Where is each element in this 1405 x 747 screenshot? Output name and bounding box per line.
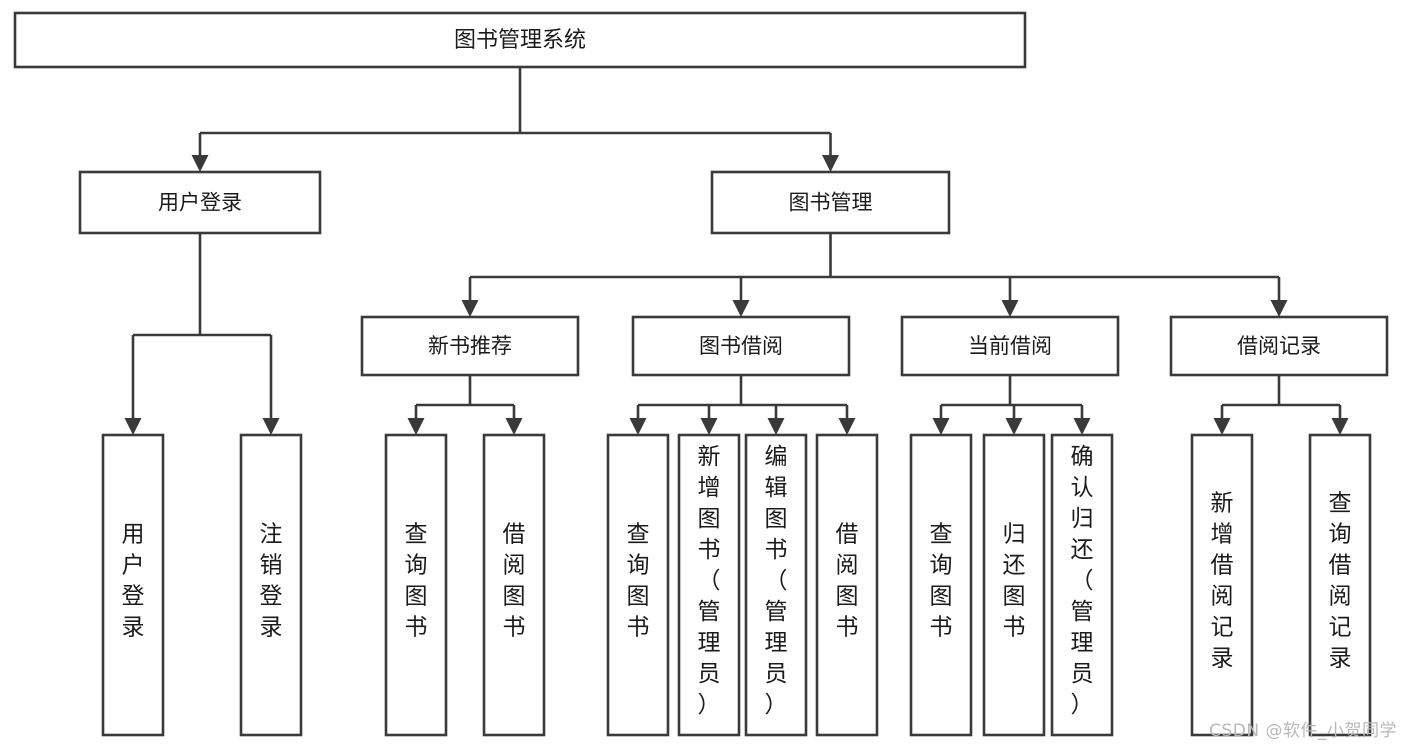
node-current-borrow-label: 当前借阅 [968,334,1052,358]
node-new-book-recommend-label: 新书推荐 [428,334,512,358]
leaf-node-leaf-query-book-1[interactable]: 查询图书 [384,433,448,737]
arrow-head-icon [1073,418,1091,435]
leaf-label-leaf-user-login: 用户登录 [122,522,145,641]
leaf-label-leaf-query-book-2: 查询图书 [627,522,650,641]
arrow-head-icon [461,300,479,317]
node-book-borrow[interactable]: 图书借阅 [631,315,851,377]
node-current-borrow[interactable]: 当前借阅 [900,315,1120,377]
arrow-head-icon [505,418,523,435]
arrow-head-icon [124,418,142,435]
leaf-node-leaf-return-book[interactable]: 归还图书 [982,433,1046,737]
connectors-layer [124,67,1349,435]
arrow-head-icon [767,418,785,435]
leaf-label-leaf-add-borrow-record: 新增借阅记录 [1211,491,1234,672]
arrow-head-icon [1005,418,1023,435]
arrow-head-icon [262,418,280,435]
arrow-head-icon [1331,418,1349,435]
arrow-head-icon [932,418,950,435]
arrow-head-icon [822,155,839,172]
leaf-node-leaf-confirm-return-admin[interactable]: 确认归还（管理员） [1050,433,1114,737]
leaf-node-leaf-borrow-book-1[interactable]: 借阅图书 [482,433,546,737]
leaf-label-leaf-add-book-admin: 新增图书（管理员） [698,444,721,718]
arrow-head-icon [629,418,647,435]
node-new-book-recommend[interactable]: 新书推荐 [360,315,580,377]
leaf-node-leaf-user-login[interactable]: 用户登录 [101,433,165,737]
leaf-node-leaf-query-book-3[interactable]: 查询图书 [909,433,973,737]
leaf-node-leaf-add-book-admin[interactable]: 新增图书（管理员） [677,433,741,737]
leaf-label-leaf-edit-book-admin: 编辑图书（管理员） [765,444,788,718]
leaf-node-leaf-logout-login[interactable]: 注销登录 [239,433,303,737]
csdn-watermark: CSDN @软件_小贺同学 [1209,721,1397,741]
arrow-head-icon [700,418,718,435]
arrow-head-icon [838,418,856,435]
node-user-login-label: 用户登录 [158,191,242,215]
leaf-label-leaf-borrow-book-2: 借阅图书 [836,522,859,641]
leaf-node-leaf-borrow-book-2[interactable]: 借阅图书 [815,433,879,737]
root-node-book-management-system-label: 图书管理系统 [454,28,586,53]
node-borrow-record[interactable]: 借阅记录 [1169,315,1389,377]
node-book-management[interactable]: 图书管理 [710,170,951,235]
arrow-head-icon [732,300,750,317]
arrow-head-icon [1213,418,1231,435]
leaf-label-leaf-borrow-book-1: 借阅图书 [503,522,526,641]
node-book-borrow-label: 图书借阅 [699,334,783,358]
leaf-label-leaf-confirm-return-admin: 确认归还（管理员） [1071,444,1094,718]
leaf-label-leaf-logout-login: 注销登录 [260,522,283,641]
leaf-node-leaf-add-borrow-record[interactable]: 新增借阅记录 [1190,433,1254,737]
nodes-layer: 图书管理系统用户登录图书管理新书推荐图书借阅当前借阅借阅记录用户登录注销登录查询… [13,11,1389,737]
node-book-management-label: 图书管理 [789,191,873,215]
node-borrow-record-label: 借阅记录 [1237,334,1321,358]
arrow-head-icon [1270,300,1288,317]
leaf-node-leaf-query-borrow-record[interactable]: 查询借阅记录 [1308,433,1372,737]
leaf-label-leaf-query-borrow-record: 查询借阅记录 [1329,491,1352,672]
node-user-login[interactable]: 用户登录 [78,170,322,235]
leaf-label-leaf-query-book-3: 查询图书 [930,522,953,641]
leaf-node-leaf-query-book-2[interactable]: 查询图书 [606,433,670,737]
arrow-head-icon [1001,300,1019,317]
arrow-head-icon [407,418,425,435]
leaf-label-leaf-return-book: 归还图书 [1003,522,1026,641]
leaf-node-leaf-edit-book-admin[interactable]: 编辑图书（管理员） [744,433,808,737]
arrow-head-icon [191,155,209,172]
leaf-label-leaf-query-book-1: 查询图书 [405,522,428,641]
root-node-book-management-system[interactable]: 图书管理系统 [13,11,1027,69]
